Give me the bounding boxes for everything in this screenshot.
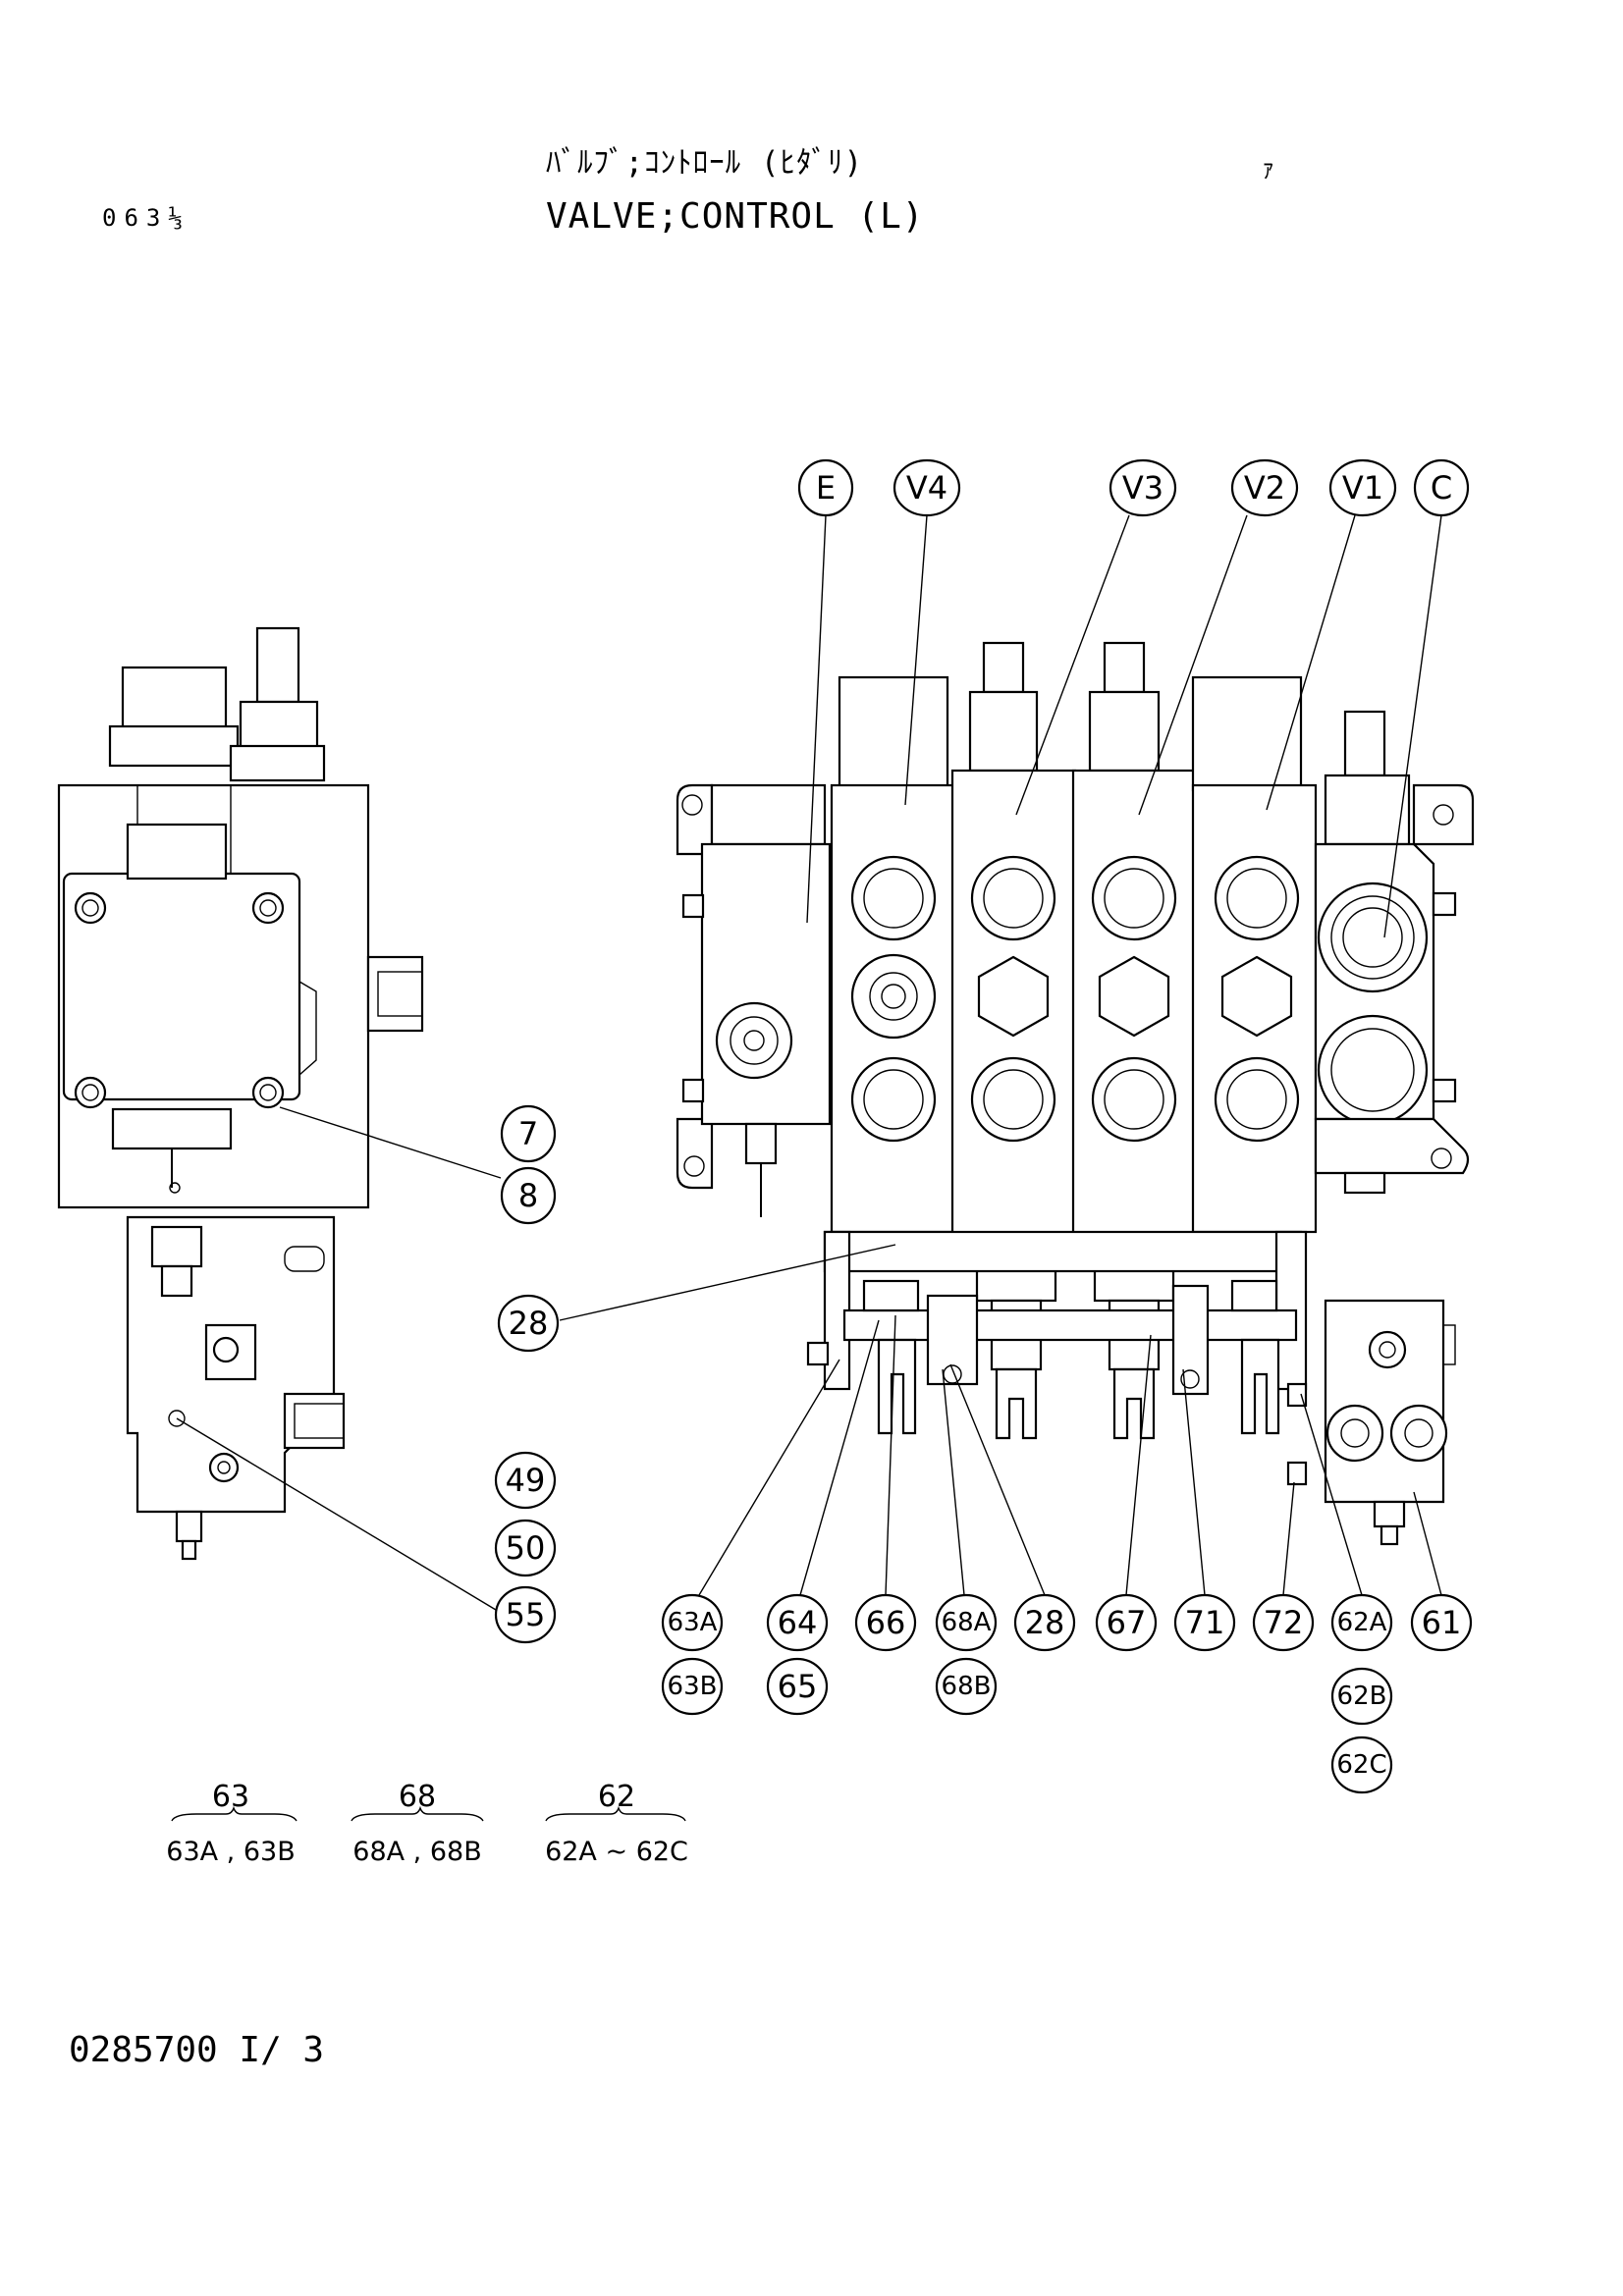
callout-top-c[interactable]: C <box>1413 458 1470 517</box>
callout-50[interactable]: 50 <box>494 1519 557 1577</box>
callout-7[interactable]: 7 <box>500 1104 557 1163</box>
callout-65[interactable]: 65 <box>766 1657 829 1716</box>
svg-text:64: 64 <box>778 1604 818 1641</box>
svg-text:28: 28 <box>509 1305 549 1342</box>
svg-text:61: 61 <box>1422 1604 1462 1641</box>
callout-28-left[interactable]: 28 <box>497 1294 560 1353</box>
leader-lines <box>176 514 1442 1611</box>
svg-text:63A , 63B: 63A , 63B <box>166 1837 295 1867</box>
callout-top-v1[interactable]: V1 <box>1328 458 1397 517</box>
svg-text:62C: 62C <box>1336 1750 1386 1780</box>
callout-62a[interactable]: 62A <box>1330 1593 1393 1652</box>
svg-text:62B: 62B <box>1337 1682 1387 1711</box>
svg-text:71: 71 <box>1185 1604 1225 1641</box>
corner-mark: ｧ <box>1262 155 1275 185</box>
svg-text:63A: 63A <box>668 1608 718 1637</box>
svg-text:V1: V1 <box>1342 469 1383 507</box>
page-title: VALVE;CONTROL (L) <box>546 196 925 237</box>
svg-text:68: 68 <box>399 1780 436 1814</box>
callout-72[interactable]: 72 <box>1252 1593 1315 1652</box>
group-legend-68: 68 68A , 68B <box>351 1780 484 1867</box>
callout-28-bottom[interactable]: 28 <box>1013 1593 1076 1652</box>
callout-8[interactable]: 8 <box>500 1166 557 1225</box>
callout-67[interactable]: 67 <box>1095 1593 1158 1652</box>
callout-62b[interactable]: 62B <box>1330 1667 1393 1726</box>
svg-text:V4: V4 <box>906 469 947 507</box>
svg-text:67: 67 <box>1107 1604 1147 1641</box>
svg-text:8: 8 <box>518 1177 538 1214</box>
page-code: 063⅓ <box>102 204 190 232</box>
callout-55[interactable]: 55 <box>494 1585 557 1644</box>
callout-66[interactable]: 66 <box>854 1593 917 1652</box>
title-japanese: ﾊﾞﾙﾌﾞ;ｺﾝﾄﾛｰﾙ (ﾋﾀﾞﾘ) <box>546 145 864 181</box>
svg-text:V2: V2 <box>1244 469 1285 507</box>
svg-text:72: 72 <box>1264 1604 1304 1641</box>
group-legend-63: 63 63A , 63B <box>166 1780 298 1867</box>
svg-text:63B: 63B <box>668 1672 718 1701</box>
svg-text:C: C <box>1431 469 1452 507</box>
svg-text:62A: 62A <box>1337 1608 1387 1637</box>
group-legend-62: 62 62A ~ 62C <box>545 1780 688 1867</box>
callout-64[interactable]: 64 <box>766 1593 829 1652</box>
svg-text:62A ~ 62C: 62A ~ 62C <box>545 1837 688 1867</box>
front-view-valve-stack <box>676 641 1475 1546</box>
svg-text:66: 66 <box>866 1604 906 1641</box>
svg-text:62: 62 <box>598 1780 635 1814</box>
callout-49[interactable]: 49 <box>494 1451 557 1510</box>
callout-68a[interactable]: 68A <box>935 1593 998 1652</box>
svg-text:55: 55 <box>506 1596 546 1633</box>
callout-61[interactable]: 61 <box>1410 1593 1473 1652</box>
svg-text:68B: 68B <box>942 1672 992 1701</box>
callout-63a[interactable]: 63A <box>661 1593 724 1652</box>
callout-top-v2[interactable]: V2 <box>1230 458 1299 517</box>
callout-68b[interactable]: 68B <box>935 1657 998 1716</box>
document-number: 0285700 I/ 3 <box>69 2030 325 2070</box>
callout-top-e[interactable]: E <box>797 458 854 517</box>
svg-text:50: 50 <box>506 1529 546 1567</box>
svg-text:68A: 68A <box>942 1608 992 1637</box>
svg-text:49: 49 <box>506 1462 546 1499</box>
svg-text:28: 28 <box>1025 1604 1065 1641</box>
callout-71[interactable]: 71 <box>1173 1593 1236 1652</box>
svg-text:E: E <box>816 469 836 507</box>
svg-text:7: 7 <box>518 1115 538 1152</box>
callout-63b[interactable]: 63B <box>661 1657 724 1716</box>
svg-text:63: 63 <box>212 1780 249 1814</box>
svg-text:68A , 68B: 68A , 68B <box>352 1837 481 1867</box>
svg-text:V3: V3 <box>1122 469 1163 507</box>
svg-text:65: 65 <box>778 1668 818 1705</box>
side-view-valve <box>57 626 424 1561</box>
callout-62c[interactable]: 62C <box>1330 1735 1393 1794</box>
callout-top-v4[interactable]: V4 <box>893 458 961 517</box>
callout-top-v3[interactable]: V3 <box>1109 458 1177 517</box>
